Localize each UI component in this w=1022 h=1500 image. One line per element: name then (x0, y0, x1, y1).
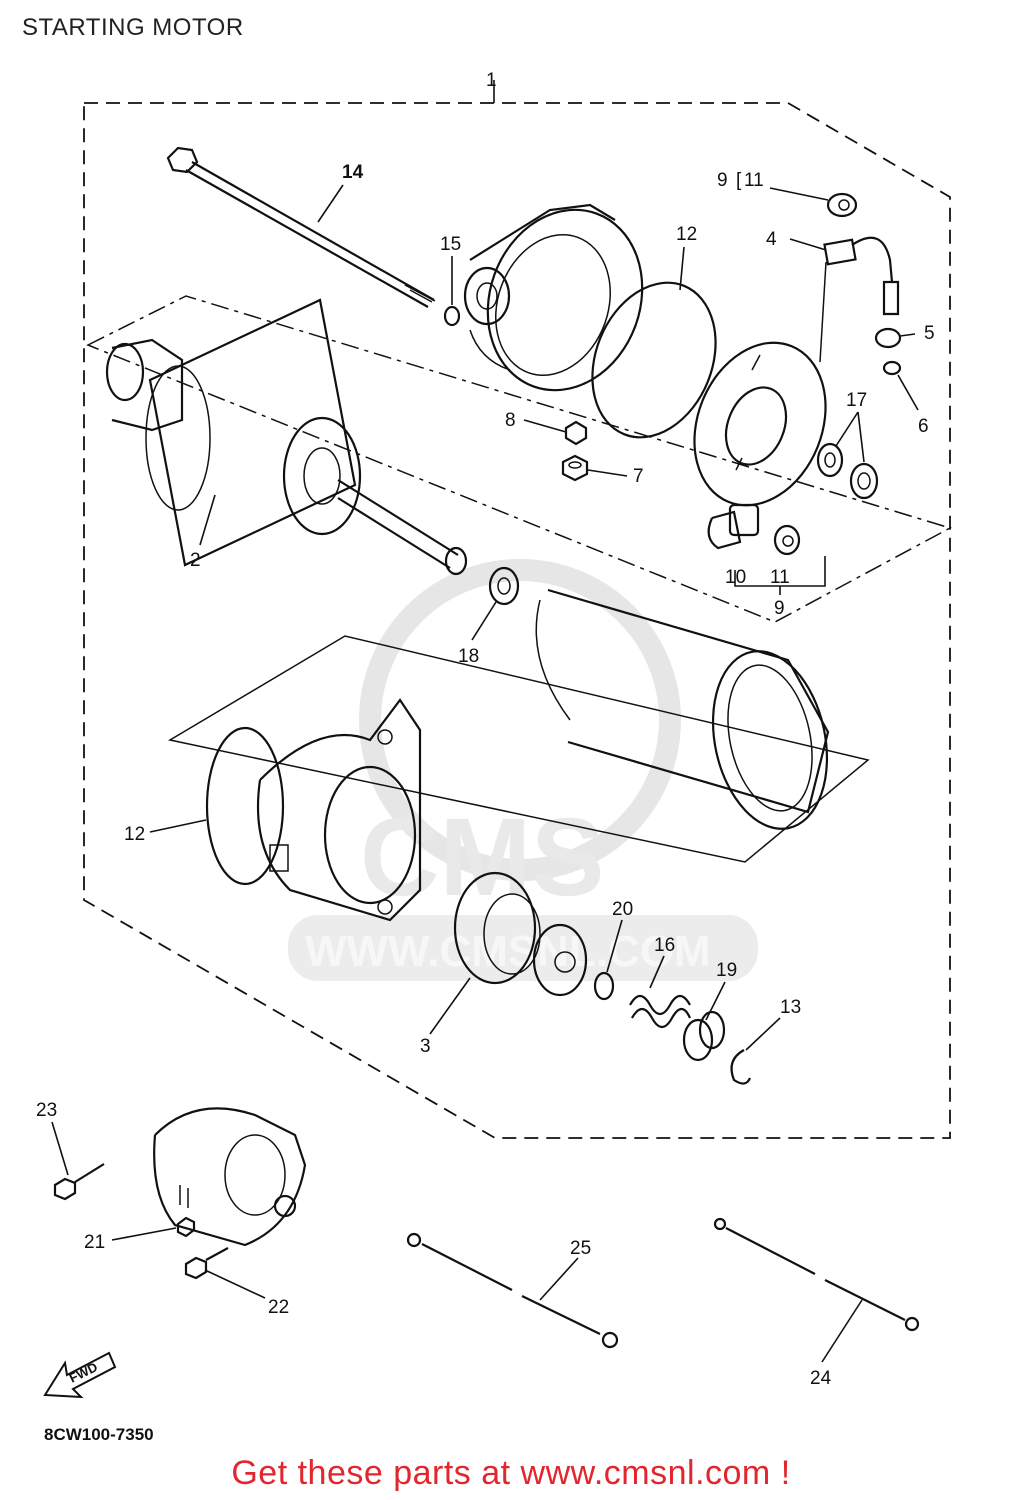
callout-17: 17 (846, 390, 867, 411)
brush-lead (819, 236, 900, 363)
washer-5 (874, 327, 902, 349)
callout-23: 23 (36, 1100, 57, 1121)
callout-1: 1 (486, 70, 497, 91)
callout-19: 19 (716, 960, 737, 981)
circlip-20 (593, 971, 615, 1001)
callout-7: 7 (633, 466, 644, 487)
bracket-glyph: [ (736, 170, 742, 191)
callout-24: 24 (810, 1368, 832, 1389)
lead-24 (713, 1217, 920, 1332)
callout-2: 2 (190, 550, 201, 571)
starter-clutch (453, 871, 588, 997)
explosion-plane-lower (167, 635, 870, 863)
leader-lines (51, 184, 919, 1363)
callout-11: 11 (770, 567, 790, 588)
brush-set (707, 503, 801, 556)
through-bolt (166, 146, 436, 308)
callout-12-upper: 12 (676, 224, 697, 245)
callout-8: 8 (505, 410, 516, 431)
callout-9-top: 9 (717, 170, 728, 191)
bolt-23 (53, 1163, 105, 1201)
brush-holder-plate (693, 341, 827, 507)
callout-18: 18 (458, 646, 479, 667)
watermark-brand: CMS (360, 796, 604, 919)
front-cover (256, 698, 422, 922)
callout-4: 4 (766, 229, 777, 250)
starter-motor-assembly (153, 1107, 307, 1247)
o-ring-upper (591, 281, 717, 439)
callout-12-lower: 12 (124, 824, 145, 845)
callout-10: 10 (725, 567, 746, 588)
assembly-boundary (83, 102, 951, 1139)
callout-11-top: 11 (744, 170, 764, 191)
watermark-url: WWW.CMSNL.COM (305, 927, 711, 976)
explosion-plane-upper (86, 295, 952, 623)
clip-13 (730, 1049, 752, 1085)
o-ring-6 (882, 360, 902, 376)
yoke (535, 588, 830, 830)
bolt-22 (184, 1247, 229, 1280)
callout-22: 22 (268, 1297, 289, 1318)
o-ring-lower (205, 726, 285, 886)
diagram-code: 8CW100-7350 (44, 1425, 154, 1444)
callout-9: 9 (774, 598, 785, 619)
washers-17 (816, 442, 879, 500)
nut-8 (564, 420, 588, 446)
callout-15: 15 (440, 234, 461, 255)
callout-13: 13 (780, 997, 801, 1018)
callout-5: 5 (924, 323, 935, 344)
lead-25 (406, 1232, 619, 1349)
watermark: CMS WWW.CMSNL.COM (288, 559, 758, 981)
footer-promo-link[interactable]: Get these parts at www.cmsnl.com ! (231, 1454, 791, 1492)
o-ring-15 (443, 305, 461, 327)
callout-labels: 1 14 15 12 9 [ 11 4 5 6 17 8 7 2 10 11 9… (36, 70, 935, 1389)
rear-cover (463, 203, 644, 392)
callout-20: 20 (612, 899, 633, 920)
collar-19 (682, 1010, 726, 1062)
nut-7 (561, 454, 589, 482)
callout-16: 16 (654, 935, 675, 956)
callout-6: 6 (918, 416, 929, 437)
page-title: STARTING MOTOR (22, 14, 244, 41)
nut-21 (176, 1216, 196, 1238)
spring-16 (629, 994, 692, 1029)
washer-18 (488, 566, 520, 606)
spring-nut-top (826, 192, 858, 218)
callout-25: 25 (570, 1238, 591, 1259)
fwd-arrow-icon: FWD (43, 1351, 117, 1399)
callout-3: 3 (420, 1036, 431, 1057)
callout-21: 21 (84, 1232, 105, 1253)
callout-14: 14 (342, 162, 364, 183)
armature (105, 298, 468, 576)
